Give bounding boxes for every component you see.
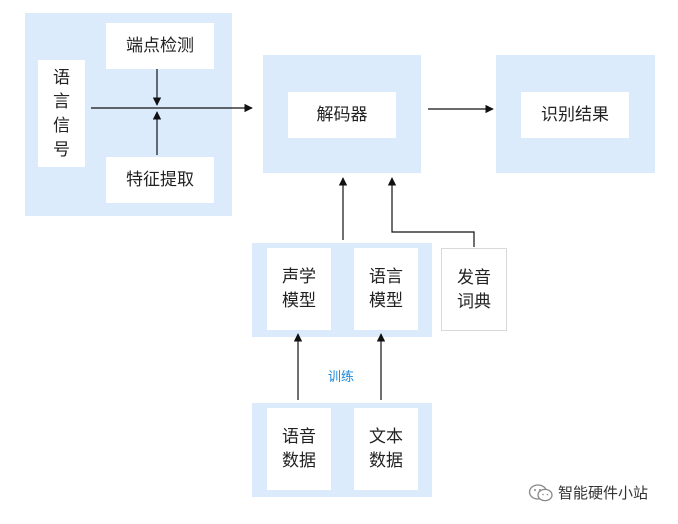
text-data-box: 文本 数据	[354, 408, 418, 490]
speech-signal-char-4: 号	[53, 139, 70, 160]
pronunciation-dict-label: 发音 词典	[457, 266, 491, 314]
acoustic-model-line-1: 声学	[282, 267, 316, 287]
decoder-label: 解码器	[316, 105, 368, 125]
endpoint-detection-label: 端点检测	[126, 36, 194, 56]
speech-data-line-1: 语音	[282, 427, 316, 447]
text-data-line-1: 文本	[369, 427, 403, 447]
feature-extraction-label: 特征提取	[126, 170, 194, 190]
train-edge-label: 训练	[328, 370, 355, 385]
speech-data-label: 语音 数据	[282, 425, 316, 473]
endpoint-detection-box: 端点检测	[106, 23, 214, 69]
recognition-result-label: 识别结果	[541, 105, 609, 125]
language-model-box: 语言 模型	[354, 248, 418, 330]
speech-signal-char-3: 信	[53, 115, 70, 136]
pronunciation-dict-line-2: 词典	[457, 291, 491, 312]
speech-signal-box: 语 言 信 号	[38, 60, 85, 167]
acoustic-model-label: 声学 模型	[282, 265, 316, 313]
language-model-line-1: 语言	[369, 267, 403, 287]
wechat-icon	[528, 483, 553, 501]
pronunciation-dict-box: 发音 词典	[441, 248, 507, 331]
watermark: 智能硬件小站	[528, 482, 648, 503]
speech-data-line-2: 数据	[282, 451, 316, 471]
recognition-result-box: 识别结果	[521, 92, 629, 138]
speech-signal-char-2: 言	[53, 91, 70, 112]
arrow-dict-to-decoder	[387, 177, 475, 247]
text-data-line-2: 数据	[369, 451, 403, 471]
language-model-line-2: 模型	[369, 291, 403, 311]
feature-extraction-box: 特征提取	[106, 157, 214, 203]
pronunciation-dict-line-1: 发音	[457, 267, 491, 288]
language-model-label: 语言 模型	[369, 265, 403, 313]
text-data-label: 文本 数据	[369, 425, 403, 473]
decoder-box: 解码器	[288, 92, 396, 138]
speech-signal-label: 语 言 信 号	[53, 66, 70, 162]
acoustic-model-line-2: 模型	[282, 291, 316, 311]
watermark-text: 智能硬件小站	[558, 484, 649, 502]
speech-data-box: 语音 数据	[267, 408, 331, 490]
acoustic-model-box: 声学 模型	[267, 248, 331, 330]
speech-signal-char-1: 语	[53, 67, 70, 88]
